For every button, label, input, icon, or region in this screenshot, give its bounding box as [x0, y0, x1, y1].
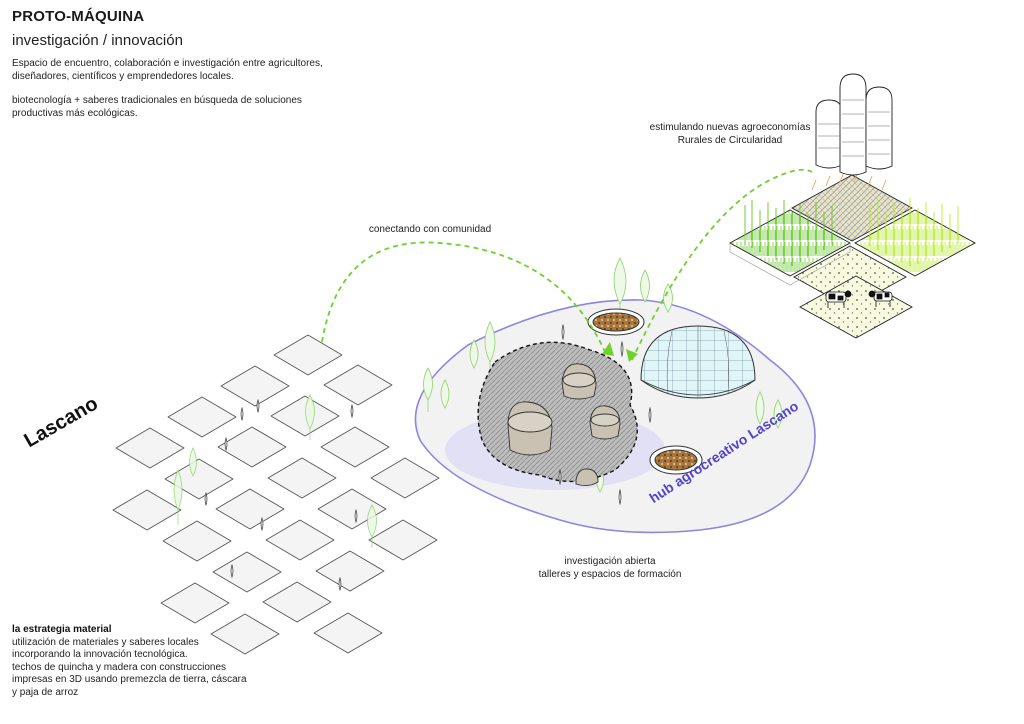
arrow-comunidad	[321, 241, 606, 353]
person-icon	[204, 491, 208, 507]
pod-small	[575, 468, 599, 487]
tree-icon	[189, 447, 197, 477]
person-icon	[230, 563, 234, 579]
person-icon	[338, 576, 342, 592]
person-icon	[618, 488, 622, 506]
material-line-2: incorporando la innovación tecnológica.	[12, 649, 188, 660]
crop-blades	[744, 171, 959, 266]
dome-icon	[640, 325, 756, 399]
intro-paragraph: Espacio de encuentro, colaboración e inv…	[12, 58, 323, 82]
hub-people	[558, 323, 652, 506]
agroeconomias-label: estimulando nuevas agroeconomías Rurales…	[610, 122, 850, 147]
comunidad-label: conectando con comunidad	[368, 224, 492, 235]
person-icon	[648, 406, 652, 424]
agroeconomias-line-1: estimulando nuevas agroeconomías	[649, 122, 811, 133]
tree-icon	[469, 339, 479, 369]
field-center	[791, 174, 913, 242]
biotech-paragraph: biotecnología + saberes tradicionales en…	[12, 95, 302, 119]
person-icon	[350, 403, 354, 419]
tree-icon	[640, 269, 650, 303]
person-icon	[256, 398, 260, 414]
agroeconomias-line-2: Rurales de Circularidad	[677, 134, 783, 146]
material-heading: la estrategia material	[12, 624, 112, 635]
material-line-4: impresas en 3D usando premezcla de tierr…	[12, 674, 247, 685]
tree-icon	[755, 391, 765, 425]
person-icon	[620, 340, 624, 358]
person-icon	[558, 468, 562, 486]
investigacion-line-2: talleres y espacios de formación	[538, 568, 682, 580]
investigacion-line-1: investigación abierta	[564, 556, 656, 567]
page-title: PROTO-MÁQUINA	[12, 8, 145, 25]
cows	[825, 290, 893, 308]
page-subtitle: investigación / innovación	[12, 32, 183, 49]
town-trees	[173, 394, 377, 548]
material-strategy-block: la estrategia material utilización de ma…	[12, 624, 272, 699]
tree-icon	[173, 468, 183, 525]
hub-pods	[507, 363, 621, 487]
connection-arrows	[321, 168, 813, 361]
cow-icon	[825, 290, 852, 308]
investigacion-label: investigación abierta talleres y espacio…	[500, 556, 720, 581]
person-icon	[354, 508, 358, 524]
cow-icon	[868, 290, 893, 307]
tree-icon	[663, 283, 673, 313]
tree-icon	[440, 379, 450, 409]
material-line-1: utilización de materiales y saberes loca…	[12, 636, 199, 648]
rice-trays	[587, 308, 703, 475]
hub-trees	[423, 257, 783, 493]
tree-icon	[423, 367, 433, 412]
arrow-agroeconomias	[631, 168, 813, 361]
tree-icon	[305, 394, 315, 440]
material-line-3: techos de quincha y madera con construcc…	[12, 661, 227, 673]
silos-icon	[815, 73, 893, 176]
agro-fields	[729, 174, 976, 339]
person-icon	[260, 516, 264, 532]
person-icon	[240, 406, 244, 422]
tree-icon	[773, 399, 783, 429]
person-icon	[224, 436, 228, 452]
person-icon	[561, 323, 565, 341]
town-people	[204, 398, 358, 592]
material-line-5: y paja de arroz	[12, 686, 79, 698]
tree-icon	[367, 504, 377, 548]
field-right-crop	[854, 209, 976, 277]
field-bottom-pasture	[799, 275, 913, 339]
arrow-heads	[602, 342, 638, 362]
town-grid	[112, 334, 440, 655]
